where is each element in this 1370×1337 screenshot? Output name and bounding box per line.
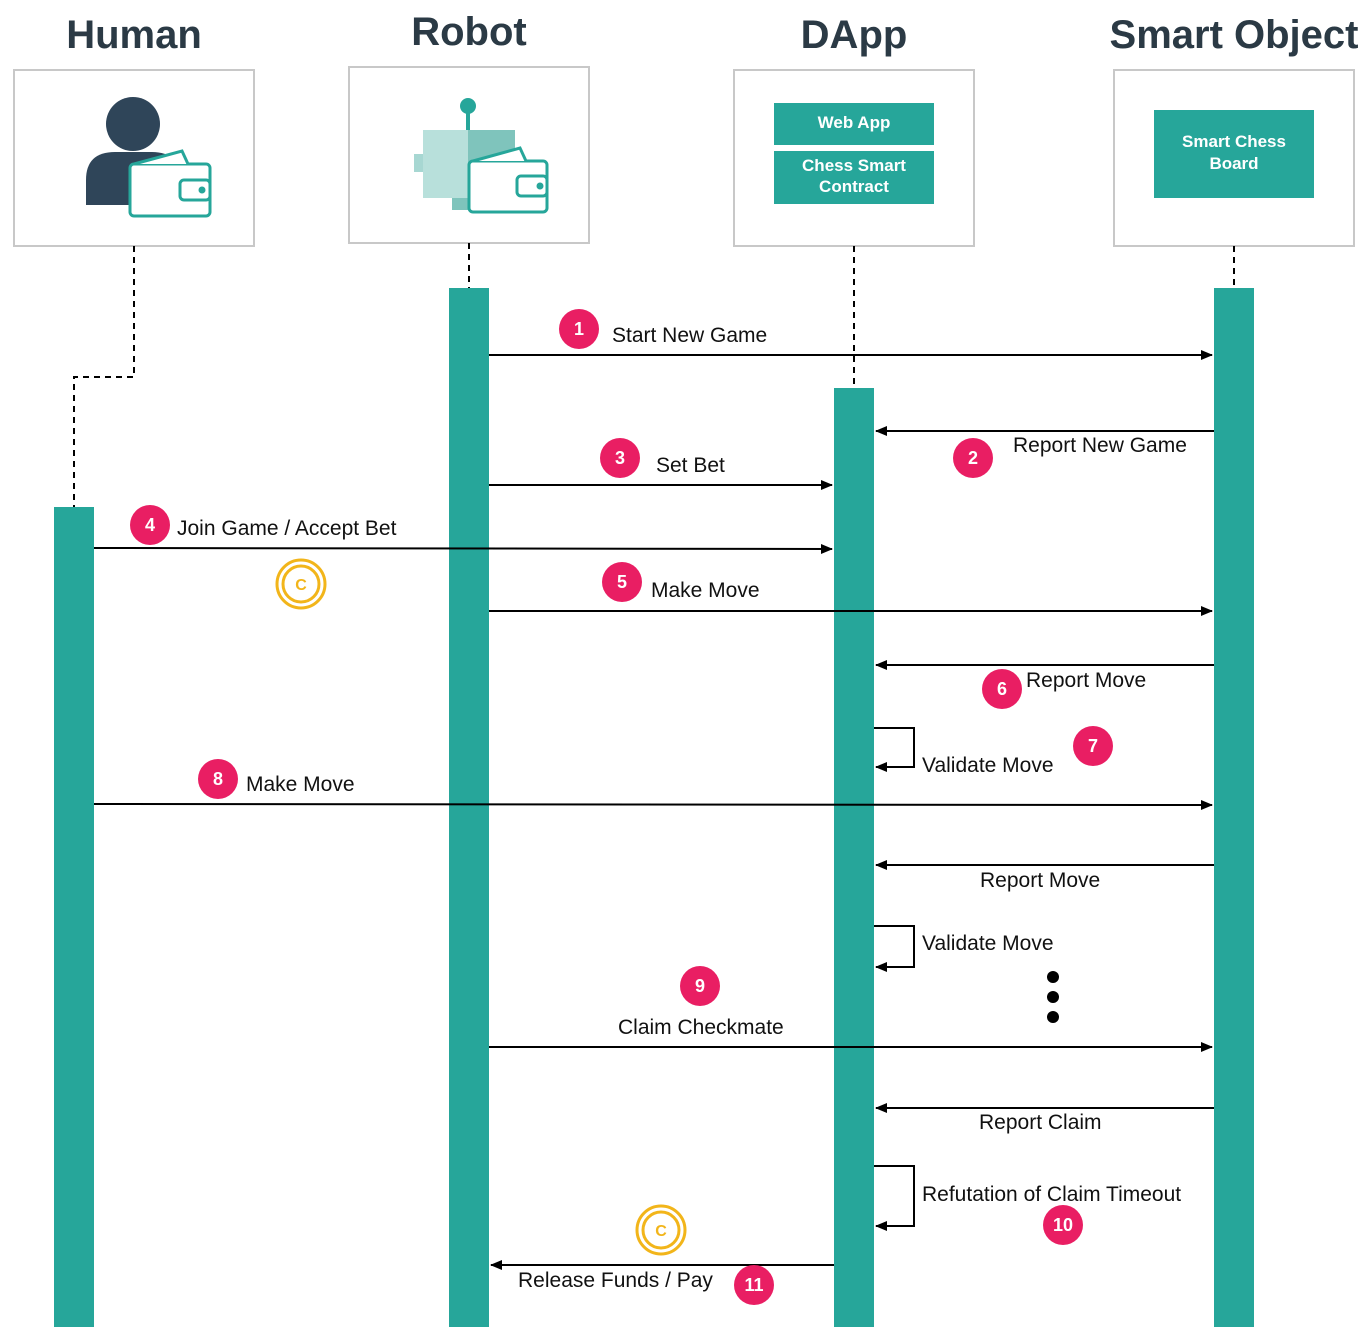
label-report-move-2: Report Move <box>980 869 1100 892</box>
person-with-wallet-icon <box>86 97 212 218</box>
coin-letter: C <box>655 1223 667 1240</box>
step-badge-5 <box>602 562 642 602</box>
step-badge-2 <box>953 438 993 478</box>
smart-chess-board-label-line2: Board <box>1209 154 1258 173</box>
label-start-new-game: Start New Game <box>612 324 767 347</box>
step-badge-7 <box>1073 726 1113 766</box>
label-make-move-robot: Make Move <box>651 579 760 602</box>
step-number-5: 5 <box>617 572 627 592</box>
actor-title-robot: Robot <box>411 10 527 54</box>
chess-smart-contract-label-line1: Chess Smart <box>802 156 906 175</box>
robot-with-wallet-icon <box>414 98 549 214</box>
step-number-11: 11 <box>744 1275 763 1295</box>
arrow-validate-move-1 <box>874 727 915 772</box>
continuation-dots <box>1047 971 1059 1023</box>
step-badge-10 <box>1043 1205 1083 1245</box>
label-release-funds: Release Funds / Pay <box>518 1269 713 1292</box>
step-number-7: 7 <box>1088 736 1098 756</box>
label-claim-checkmate: Claim Checkmate <box>618 1016 784 1039</box>
label-report-new-game: Report New Game <box>1013 434 1187 457</box>
lifeline-human <box>73 246 135 507</box>
coin-letter: C <box>295 577 307 594</box>
label-make-move-human: Make Move <box>246 773 355 796</box>
label-join-game: Join Game / Accept Bet <box>177 517 397 540</box>
chess-smart-contract-box <box>774 151 934 204</box>
label-report-claim: Report Claim <box>979 1111 1102 1134</box>
step-badge-8 <box>198 759 238 799</box>
label-validate-move-1: Validate Move <box>922 754 1054 777</box>
step-badge-11 <box>734 1265 774 1305</box>
activation-bar-robot <box>449 288 489 1327</box>
step-number-8: 8 <box>213 769 223 789</box>
smart-chess-board-box <box>1154 110 1314 198</box>
step-badge-3 <box>600 438 640 478</box>
activation-bar-smart-object <box>1214 288 1254 1327</box>
activation-bar-dapp <box>834 388 874 1327</box>
step-number-9: 9 <box>695 976 705 996</box>
step-badge-1 <box>559 309 599 349</box>
step-badge-6 <box>982 669 1022 709</box>
label-report-move-1: Report Move <box>1026 669 1146 692</box>
step-number-3: 3 <box>615 448 625 468</box>
arrow-validate-move-2 <box>874 925 915 972</box>
coin-icon: C <box>635 1204 687 1256</box>
coin-icon: C <box>275 558 327 610</box>
step-number-10: 10 <box>1053 1215 1073 1235</box>
arrow-join-game <box>93 543 833 554</box>
step-badge-9 <box>680 966 720 1006</box>
label-set-bet: Set Bet <box>656 454 725 477</box>
web-app-label: Web App <box>818 113 891 132</box>
arrow-make-move-human <box>93 799 1213 810</box>
web-app-box <box>774 103 934 145</box>
actor-title-dapp: DApp <box>801 13 908 57</box>
label-refutation-timeout: Refutation of Claim Timeout <box>922 1183 1181 1206</box>
step-number-6: 6 <box>997 679 1007 699</box>
label-validate-move-2: Validate Move <box>922 932 1054 955</box>
chess-smart-contract-label-line2: Contract <box>819 177 889 196</box>
step-number-4: 4 <box>145 515 155 535</box>
step-number-1: 1 <box>574 319 584 339</box>
step-badge-4 <box>130 505 170 545</box>
step-number-2: 2 <box>968 448 978 468</box>
activation-bar-human <box>54 507 94 1327</box>
actor-title-human: Human <box>66 13 202 57</box>
actor-title-smart-object: Smart Object <box>1110 13 1359 57</box>
smart-chess-board-label-line1: Smart Chess <box>1182 132 1286 151</box>
arrow-refutation-timeout <box>874 1165 915 1231</box>
